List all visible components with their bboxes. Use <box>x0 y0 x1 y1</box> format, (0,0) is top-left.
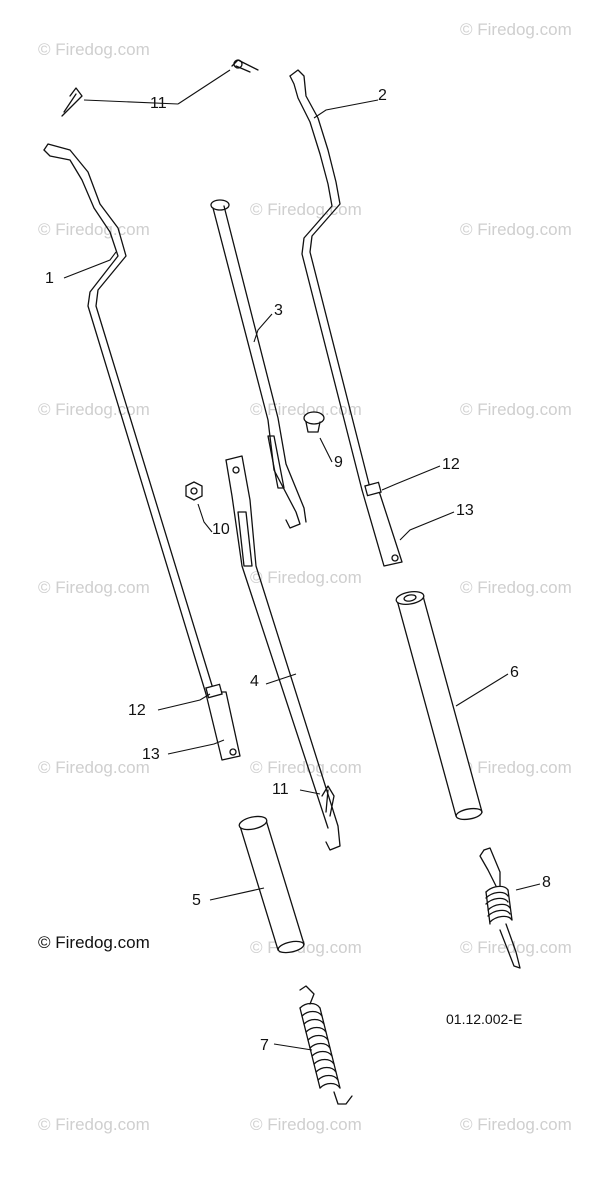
watermark: © Firedog.com <box>38 40 150 59</box>
callout-9: 9 <box>334 454 343 471</box>
watermark: © Firedog.com <box>460 758 572 777</box>
part-11-clips-top <box>61 59 259 117</box>
watermark: © Firedog.com <box>460 938 572 957</box>
watermark: © Firedog.com <box>460 20 572 39</box>
part-1-rod <box>43 143 241 761</box>
watermark: © Firedog.com <box>460 400 572 419</box>
callout-13-left: 13 <box>142 746 160 763</box>
part-9-bolt <box>303 411 325 433</box>
part-6-tube <box>395 590 483 821</box>
callout-6: 6 <box>510 664 519 681</box>
watermark: © Firedog.com <box>250 758 362 777</box>
part-3-rod <box>210 199 307 529</box>
part-10-nut <box>185 481 203 501</box>
callout-8: 8 <box>542 874 551 891</box>
callout-4: 4 <box>250 673 259 690</box>
callout-13-right: 13 <box>456 502 474 519</box>
watermark: © Firedog.com <box>250 200 362 219</box>
callout-11-low: 11 <box>272 781 289 798</box>
watermark: © Firedog.com <box>460 1115 572 1134</box>
watermark: © Firedog.com <box>38 1115 150 1134</box>
callout-2: 2 <box>378 87 387 104</box>
callout-12-left: 12 <box>128 702 146 719</box>
watermark: © Firedog.com <box>38 758 150 777</box>
callout-12-right: 12 <box>442 456 460 473</box>
copyright-notice: © Firedog.com <box>38 933 150 952</box>
callout-3: 3 <box>274 302 283 319</box>
watermark: © Firedog.com <box>460 220 572 239</box>
part-11-clip <box>321 785 335 817</box>
drawing-code: 01.12.002-E <box>446 1011 523 1027</box>
part-7-spring <box>299 985 353 1105</box>
watermark: © Firedog.com <box>38 400 150 419</box>
watermark: © Firedog.com <box>250 568 362 587</box>
part-5-tube <box>238 815 305 954</box>
watermark: © Firedog.com <box>250 400 362 419</box>
callout-11-top: 11 <box>150 95 167 112</box>
part-4-rod <box>225 455 341 851</box>
watermark: © Firedog.com <box>460 578 572 597</box>
watermark: © Firedog.com <box>250 1115 362 1134</box>
callout-10: 10 <box>212 521 230 538</box>
watermark: © Firedog.com <box>38 578 150 597</box>
callout-7: 7 <box>260 1037 269 1054</box>
part-8-spring <box>479 847 521 969</box>
callout-5: 5 <box>192 892 201 909</box>
part-2-rod <box>289 69 403 567</box>
callout-1: 1 <box>45 270 54 287</box>
watermark: © Firedog.com <box>38 220 150 239</box>
leader-lines <box>63 69 541 1051</box>
